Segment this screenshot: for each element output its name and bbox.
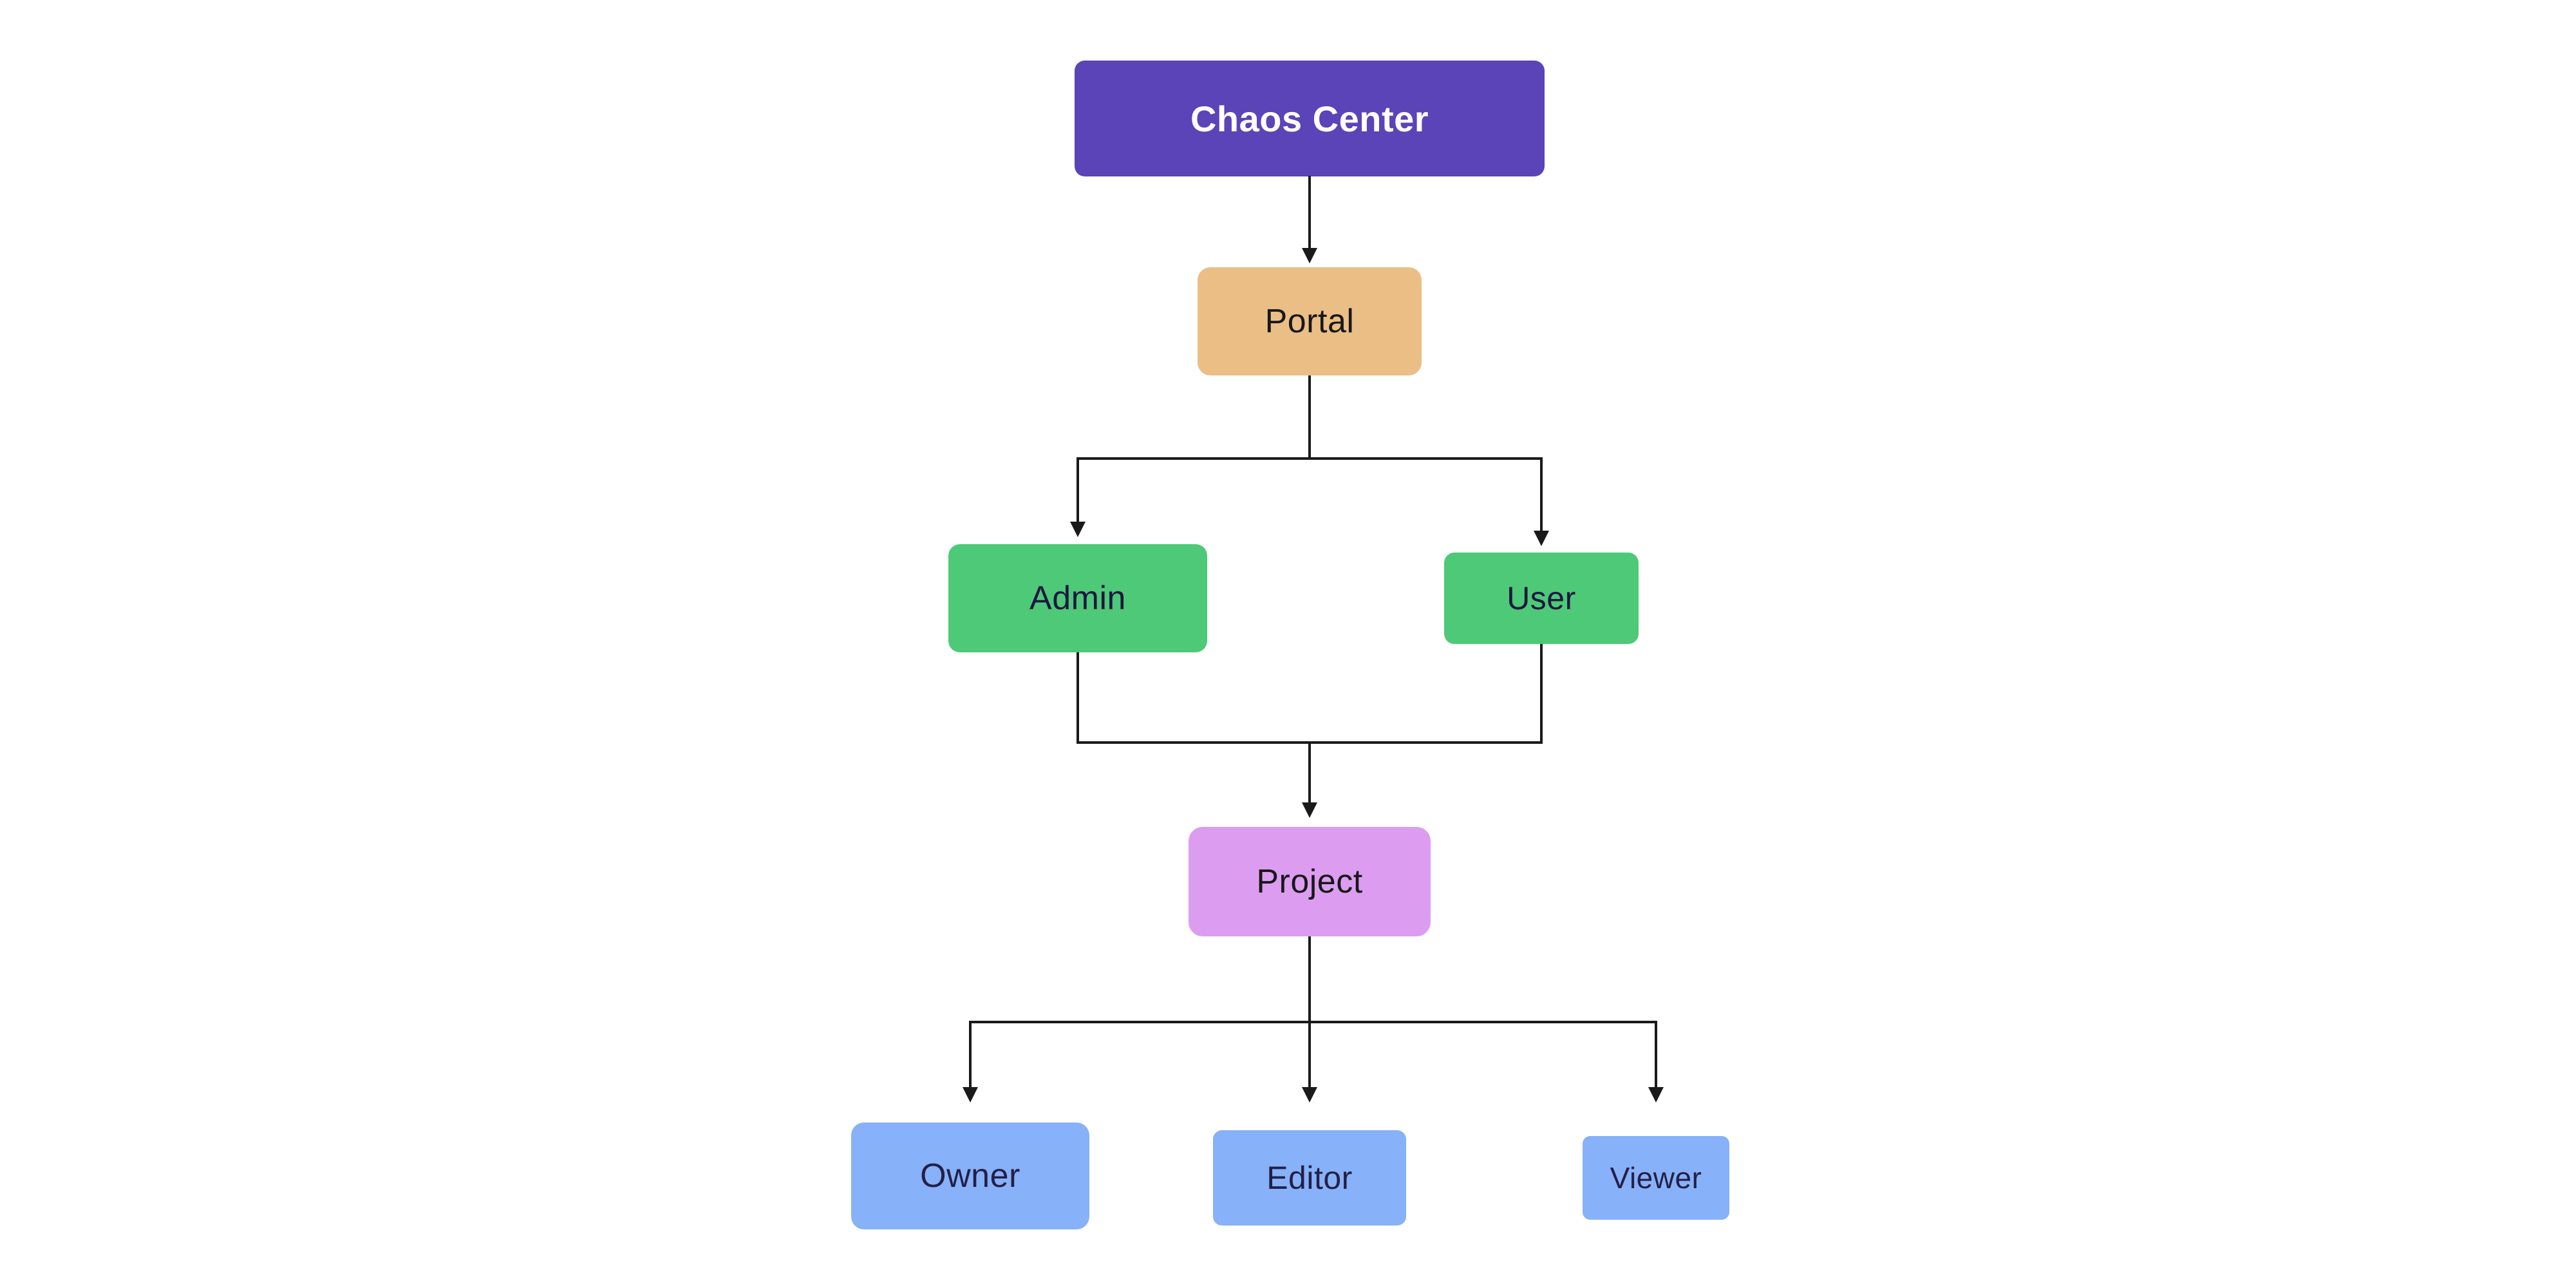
node-owner: Owner (851, 1122, 1089, 1229)
edge-project-branch-bar (969, 1021, 1657, 1023)
edge-portal-branch-bar (1076, 457, 1543, 460)
node-admin: Admin (948, 544, 1207, 652)
node-portal: Portal (1198, 267, 1422, 375)
arrowhead-icon (1302, 1087, 1317, 1103)
node-chaos-center: Chaos Center (1075, 61, 1545, 176)
arrowhead-icon (1534, 531, 1549, 546)
edge-project-to-viewer (1655, 1021, 1657, 1087)
arrowhead-icon (1648, 1087, 1664, 1103)
edge-user-down (1540, 644, 1543, 744)
arrowhead-icon (1070, 522, 1086, 537)
edge-portal-to-admin (1076, 457, 1079, 522)
arrowhead-icon (1302, 802, 1317, 818)
node-viewer: Viewer (1583, 1136, 1729, 1220)
node-project: Project (1189, 827, 1431, 936)
edge-project-stem (1308, 936, 1311, 1087)
edge-admin-down (1076, 652, 1079, 744)
arrowhead-icon (963, 1087, 978, 1103)
edge-portal-to-user (1540, 457, 1543, 531)
edge-chaos-to-portal (1308, 176, 1311, 249)
edge-project-to-owner (969, 1021, 972, 1087)
arrowhead-icon (1302, 248, 1317, 263)
node-editor: Editor (1213, 1130, 1406, 1226)
edge-to-project (1308, 741, 1311, 802)
node-user: User (1444, 553, 1639, 644)
edge-portal-stem (1308, 375, 1311, 459)
